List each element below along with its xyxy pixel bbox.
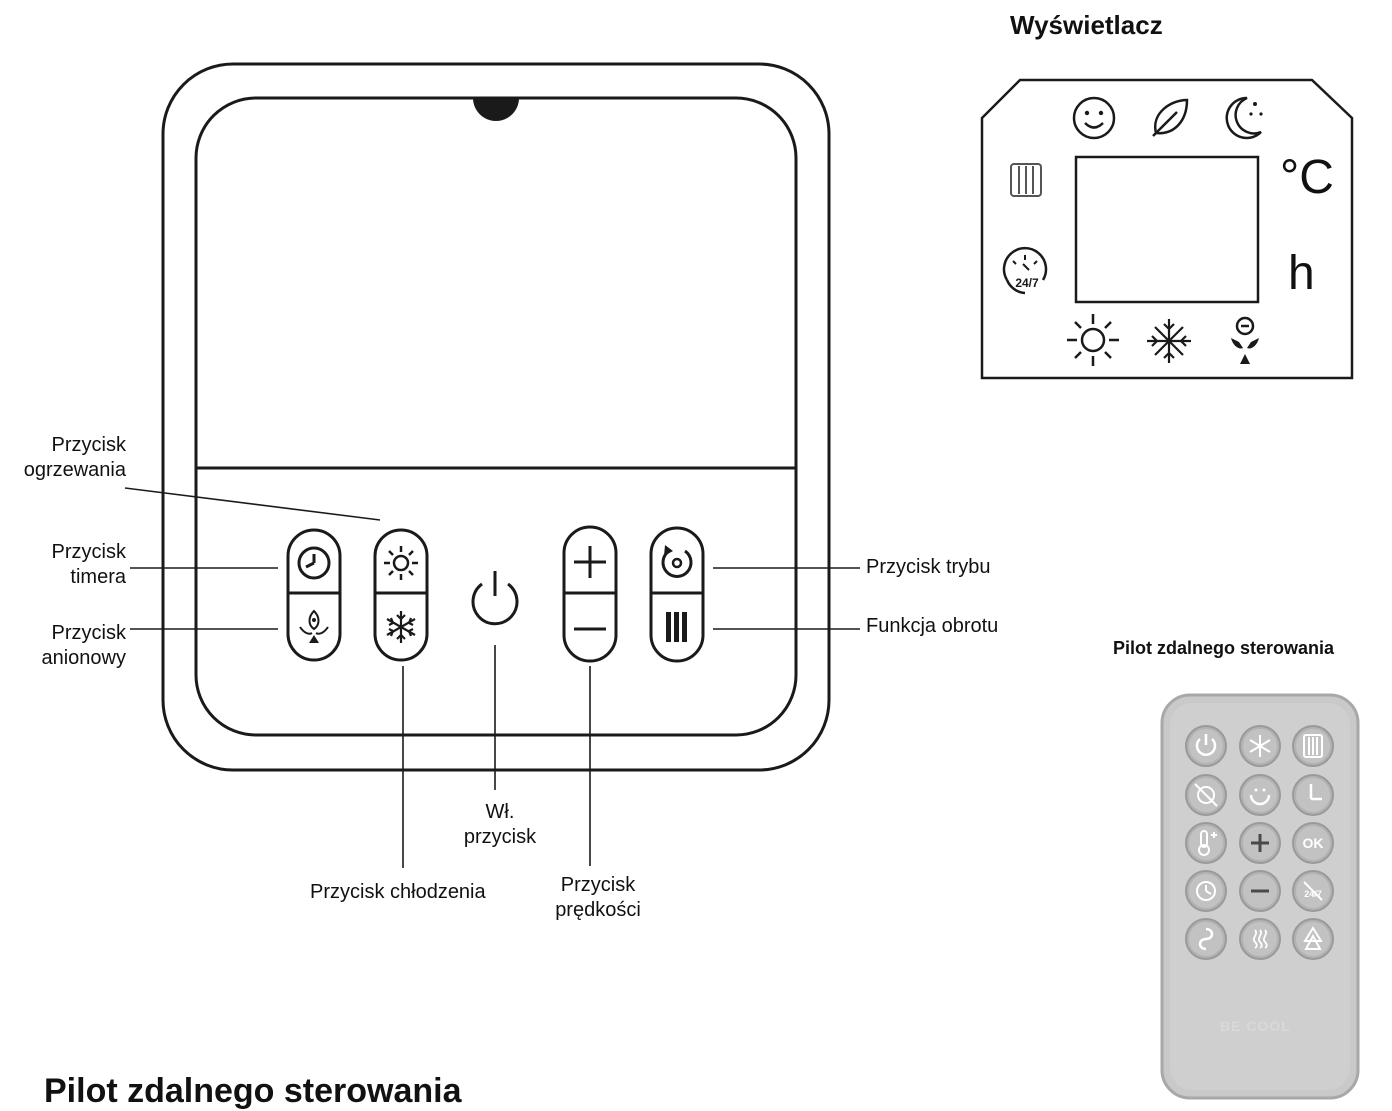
mode-button[interactable] — [661, 545, 693, 578]
power-button[interactable] — [471, 571, 519, 626]
mode-cycle-icon — [661, 545, 693, 578]
display-heading: Wyświetlacz — [1010, 10, 1163, 40]
leader-heating — [124, 487, 381, 521]
remote-clock-button[interactable] — [1185, 870, 1227, 912]
sun-icon — [384, 546, 418, 580]
display-swing-icon — [1010, 163, 1042, 197]
timer-24-7-icon: 24/7 — [1002, 246, 1048, 295]
remote-ok-button[interactable]: OK — [1292, 822, 1334, 864]
hours-unit: h — [1288, 247, 1315, 300]
timer-24-7-label: 24/7 — [1015, 276, 1039, 290]
anion-button[interactable] — [299, 609, 329, 643]
remote-anion-button[interactable] — [1292, 918, 1334, 960]
display-screen — [1074, 155, 1260, 304]
leaf-icon — [1152, 98, 1189, 137]
remote-plus-icon — [1251, 834, 1269, 852]
swing-icon — [666, 612, 687, 642]
remote-heat-button[interactable] — [1239, 918, 1281, 960]
mode-label: Przycisk trybu — [866, 556, 991, 578]
remote-timer-24-7-off-icon: 24/7 — [1303, 881, 1323, 901]
remote-timer-24-7-off-button[interactable]: 24/7 — [1292, 870, 1334, 912]
remote-timer-icon — [1309, 784, 1322, 801]
heating-button[interactable] — [384, 546, 418, 580]
remote-sleep-button[interactable] — [1239, 774, 1281, 816]
cooling-label: Przycisk chłodzenia — [310, 881, 486, 903]
remote-fan-button[interactable] — [1185, 918, 1227, 960]
remote-heading-small: Pilot zdalnego sterowania — [1113, 638, 1335, 658]
remote-timer-button[interactable] — [1292, 774, 1334, 816]
remote-temperature-button[interactable] — [1185, 822, 1227, 864]
remote-swing-icon — [1303, 734, 1323, 758]
remote-sleep-icon — [1249, 788, 1271, 806]
swing-button[interactable] — [666, 612, 687, 642]
plus-button[interactable] — [574, 546, 606, 578]
display-panel-frame — [980, 78, 1354, 380]
clock-icon — [297, 546, 331, 580]
panel-top-notch — [473, 98, 519, 121]
panel-inner-frame — [194, 96, 798, 737]
moon-icon — [1225, 96, 1263, 140]
remote-24-7-label: 24/7 — [1304, 889, 1322, 899]
timer-button[interactable] — [297, 546, 331, 580]
remote-ok-label: OK — [1303, 835, 1324, 851]
remote-minus-button[interactable] — [1239, 870, 1281, 912]
swing-label: Funkcja obrotu — [866, 615, 999, 637]
remote-temperature-icon — [1198, 830, 1217, 856]
remote-swing-button[interactable] — [1292, 725, 1334, 767]
remote-button-grid: OK 24/7 — [1185, 725, 1334, 960]
remote-fan-off-icon — [1194, 783, 1218, 807]
celsius-unit: °C — [1280, 151, 1334, 204]
remote-ok-icon: OK — [1303, 835, 1324, 851]
snowflake-icon — [386, 611, 416, 643]
remote-snowflake-icon — [1249, 735, 1271, 757]
remote-heading-large: Pilot zdalnego sterowania — [44, 1072, 462, 1110]
power-icon — [471, 571, 519, 626]
smile-icon — [1072, 96, 1116, 140]
panel-outer-frame — [161, 62, 831, 772]
remote-anion-icon — [1303, 926, 1323, 950]
remote-power-icon — [1195, 734, 1217, 756]
display-anion-icon — [1231, 316, 1259, 364]
remote-brand-label: BE COOL — [1220, 1018, 1291, 1034]
display-sun-icon — [1067, 314, 1119, 366]
remote-power-button[interactable] — [1185, 725, 1227, 767]
anion-icon — [299, 609, 329, 643]
display-snowflake-icon — [1147, 319, 1191, 363]
remote-clock-icon — [1196, 881, 1216, 901]
remote-plus-button[interactable] — [1239, 822, 1281, 864]
remote-snowflake-button[interactable] — [1239, 725, 1281, 767]
remote-fan-icon — [1198, 927, 1214, 951]
power-label: Wł.przycisk — [463, 801, 537, 848]
cooling-button[interactable] — [386, 611, 416, 643]
plus-icon — [574, 546, 606, 578]
remote-heat-icon — [1252, 929, 1268, 949]
remote-fan-off-button[interactable] — [1185, 774, 1227, 816]
